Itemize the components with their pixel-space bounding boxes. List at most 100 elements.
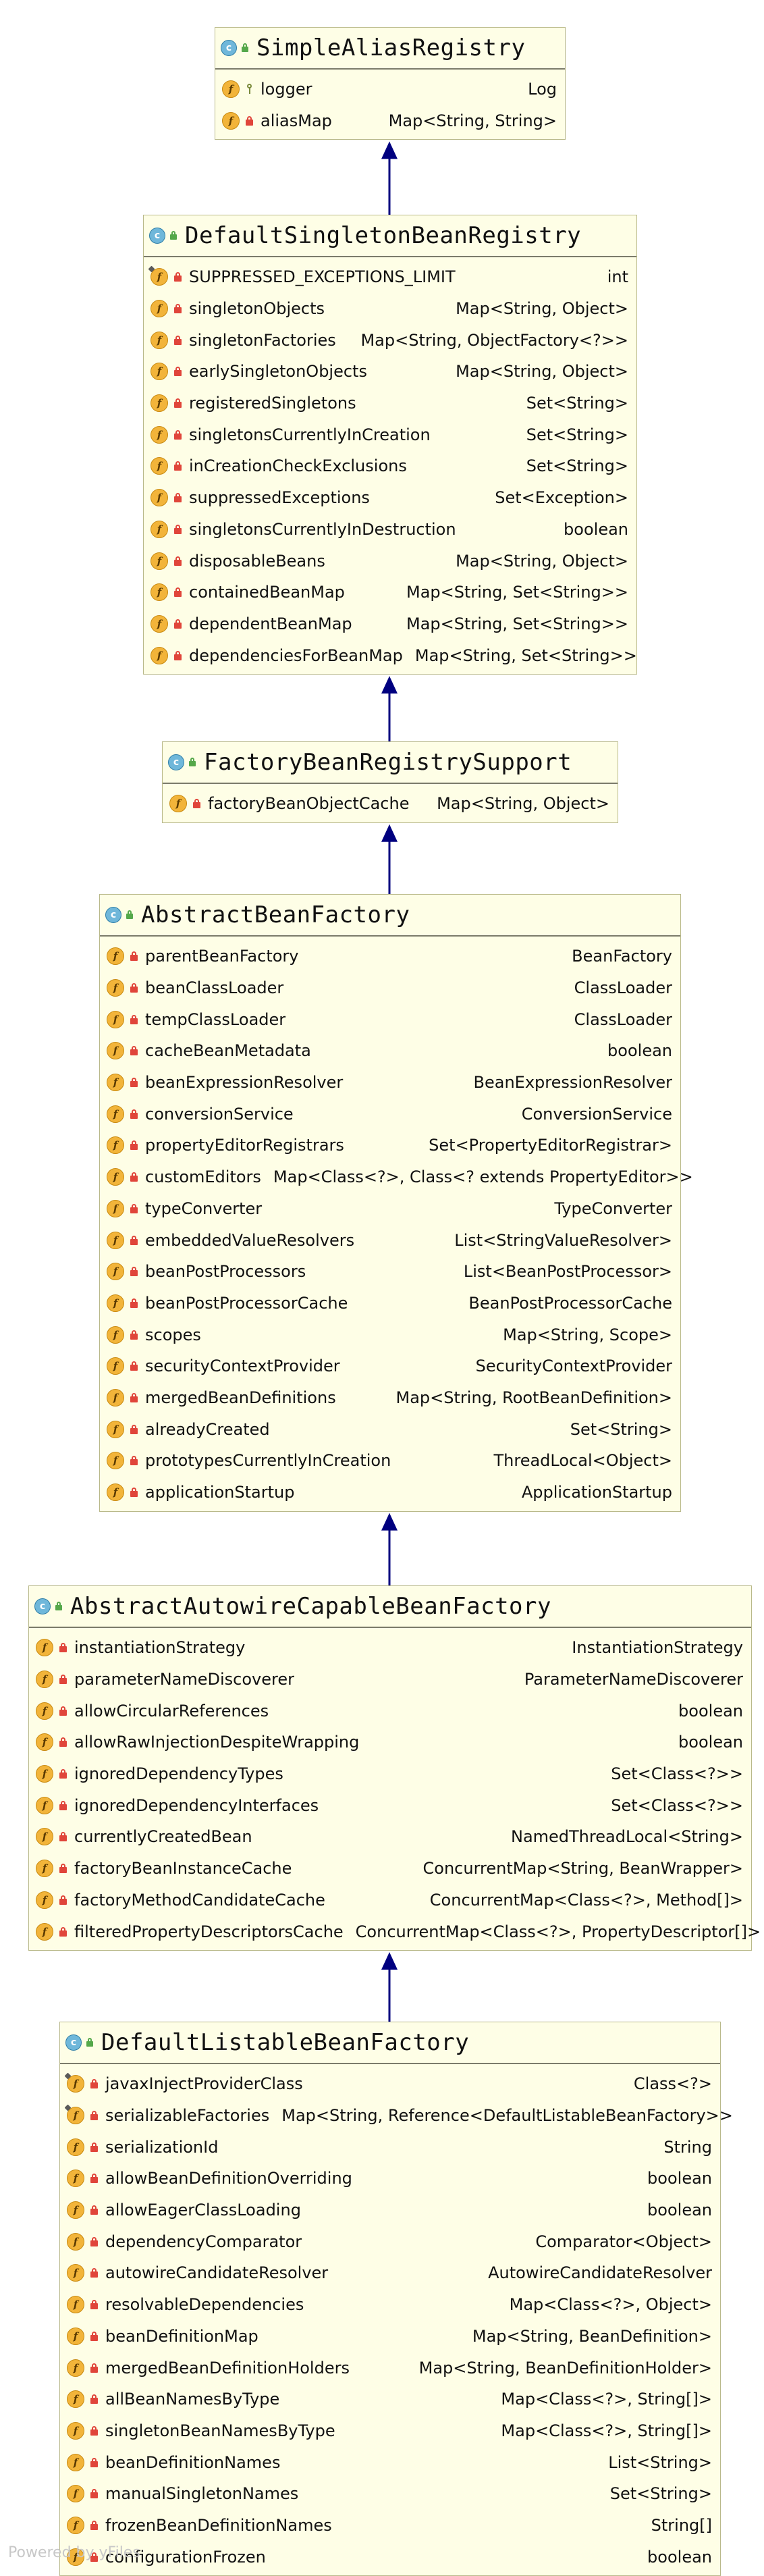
- private-lock-icon: [59, 1675, 67, 1685]
- static-field-icon: f: [151, 268, 168, 286]
- private-lock-icon: [59, 1706, 67, 1716]
- private-lock-icon: [130, 1172, 138, 1182]
- field-name: securityContextProvider: [145, 1357, 340, 1376]
- field-name: factoryBeanObjectCache: [208, 794, 410, 814]
- field-name: earlySingletonObjects: [189, 362, 367, 382]
- private-lock-icon: [90, 2111, 99, 2121]
- private-lock-icon: [192, 799, 201, 809]
- class-name: DefaultSingletonBeanRegistry: [185, 222, 582, 249]
- private-lock-icon: [90, 2174, 99, 2184]
- field-name: serializationId: [105, 2137, 219, 2157]
- field-type: boolean: [607, 1041, 672, 1061]
- field-name: allowBeanDefinitionOverriding: [105, 2169, 352, 2188]
- field-type: Set<PropertyEditorRegistrar>: [429, 1136, 672, 1155]
- public-lock-icon: [240, 43, 250, 53]
- private-lock-icon: [90, 2394, 99, 2404]
- static-field-icon: f: [67, 2075, 84, 2093]
- field-type: Map<String, Object>: [456, 362, 628, 382]
- field-name: SUPPRESSED_EXCEPTIONS_LIMIT: [189, 267, 456, 287]
- field-type: Map<String, Set<String>>: [406, 583, 628, 602]
- private-lock-icon: [173, 429, 182, 440]
- field-type: Map<String, ObjectFactory<?>>: [360, 330, 628, 350]
- field-icon: f: [151, 394, 168, 413]
- private-lock-icon: [90, 2331, 99, 2341]
- field-name: factoryBeanInstanceCache: [74, 1859, 292, 1878]
- field-type: NamedThreadLocal<String>: [510, 1827, 743, 1847]
- private-lock-icon: [130, 951, 138, 962]
- field-type: boolean: [678, 1733, 743, 1752]
- field-name: allBeanNamesByType: [105, 2390, 280, 2409]
- private-lock-icon: [90, 2205, 99, 2215]
- private-lock-icon: [59, 1832, 67, 1842]
